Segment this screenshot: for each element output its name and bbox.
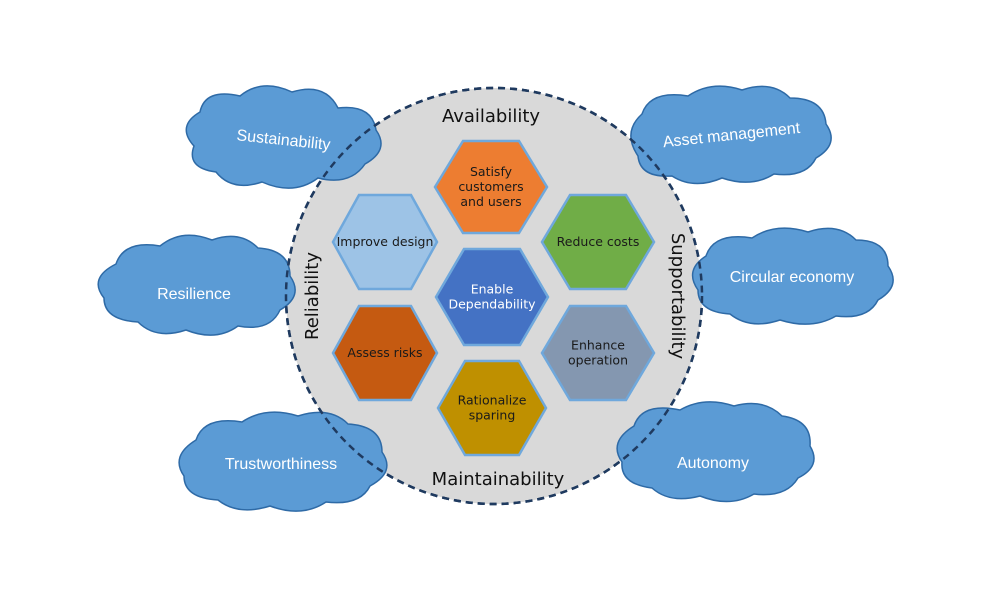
- hex-label-line: Assess risks: [347, 345, 422, 360]
- cloud-resilience-shape: [97, 234, 296, 336]
- hex-label-line: and users: [460, 194, 521, 209]
- hex-label-line: sparing: [469, 408, 516, 423]
- hex-assess-risks-label: Assess risks: [347, 345, 422, 360]
- cloud-trustworthiness-label: Trustworthiness: [225, 456, 337, 473]
- ring-label-availability: Availability: [442, 106, 540, 127]
- cloud-autonomy-label: Autonomy: [677, 455, 749, 472]
- hex-satisfy-customers-shape: [433, 139, 549, 235]
- hex-reduce-costs-shape: [540, 193, 656, 291]
- central-circle-border: [284, 86, 704, 506]
- ring-label-maintainability: Maintainability: [432, 469, 565, 490]
- cloud-circular-economy-shape: [691, 227, 894, 325]
- hex-label-line: Improve design: [337, 234, 434, 249]
- cloud-circular-economy: Circular economy: [691, 227, 894, 325]
- cloud-trustworthiness: Trustworthiness: [178, 411, 388, 512]
- hex-label-line: operation: [568, 353, 628, 368]
- hex-label-line: Dependability: [448, 297, 536, 312]
- cloud-trustworthiness-shape: [178, 411, 388, 512]
- hex-reduce-costs-label: Reduce costs: [557, 234, 640, 249]
- hex-label-line: Reduce costs: [557, 234, 640, 249]
- hex-enhance-operation-shape: [540, 304, 656, 402]
- hex-assess-risks: Assess risks: [331, 304, 439, 402]
- hex-reduce-costs: Reduce costs: [540, 193, 656, 291]
- cloud-autonomy-shape: [616, 401, 815, 503]
- hex-label-line: Rationalize: [458, 393, 527, 408]
- hex-label-line: Satisfy: [470, 164, 513, 179]
- cloud-sustainability-shape: [185, 85, 382, 189]
- hex-improve-design-shape: [331, 193, 439, 291]
- hex-enable-dependability-shape: [434, 247, 550, 347]
- cloud-asset-management: Asset management: [630, 85, 832, 185]
- cloud-sustainability: Sustainability: [185, 85, 382, 189]
- hex-improve-design: Improve design: [331, 193, 439, 291]
- cloud-resilience-label: Resilience: [157, 286, 231, 303]
- hex-label-line: Enhance: [571, 338, 625, 353]
- hex-rationalize-sparing-shape: [436, 359, 548, 457]
- cloud-resilience: Resilience: [97, 234, 296, 336]
- hex-assess-risks-shape: [331, 304, 439, 402]
- ring-label-reliability: Reliability: [302, 252, 323, 340]
- hex-label-line: customers: [458, 179, 523, 194]
- cloud-autonomy: Autonomy: [616, 401, 815, 503]
- hex-improve-design-label: Improve design: [337, 234, 434, 249]
- ring-label-supportability: Supportability: [667, 233, 688, 360]
- hex-label-line: Enable: [471, 282, 514, 297]
- cloud-asset-management-shape: [630, 85, 832, 185]
- cloud-circular-economy-label: Circular economy: [730, 269, 854, 286]
